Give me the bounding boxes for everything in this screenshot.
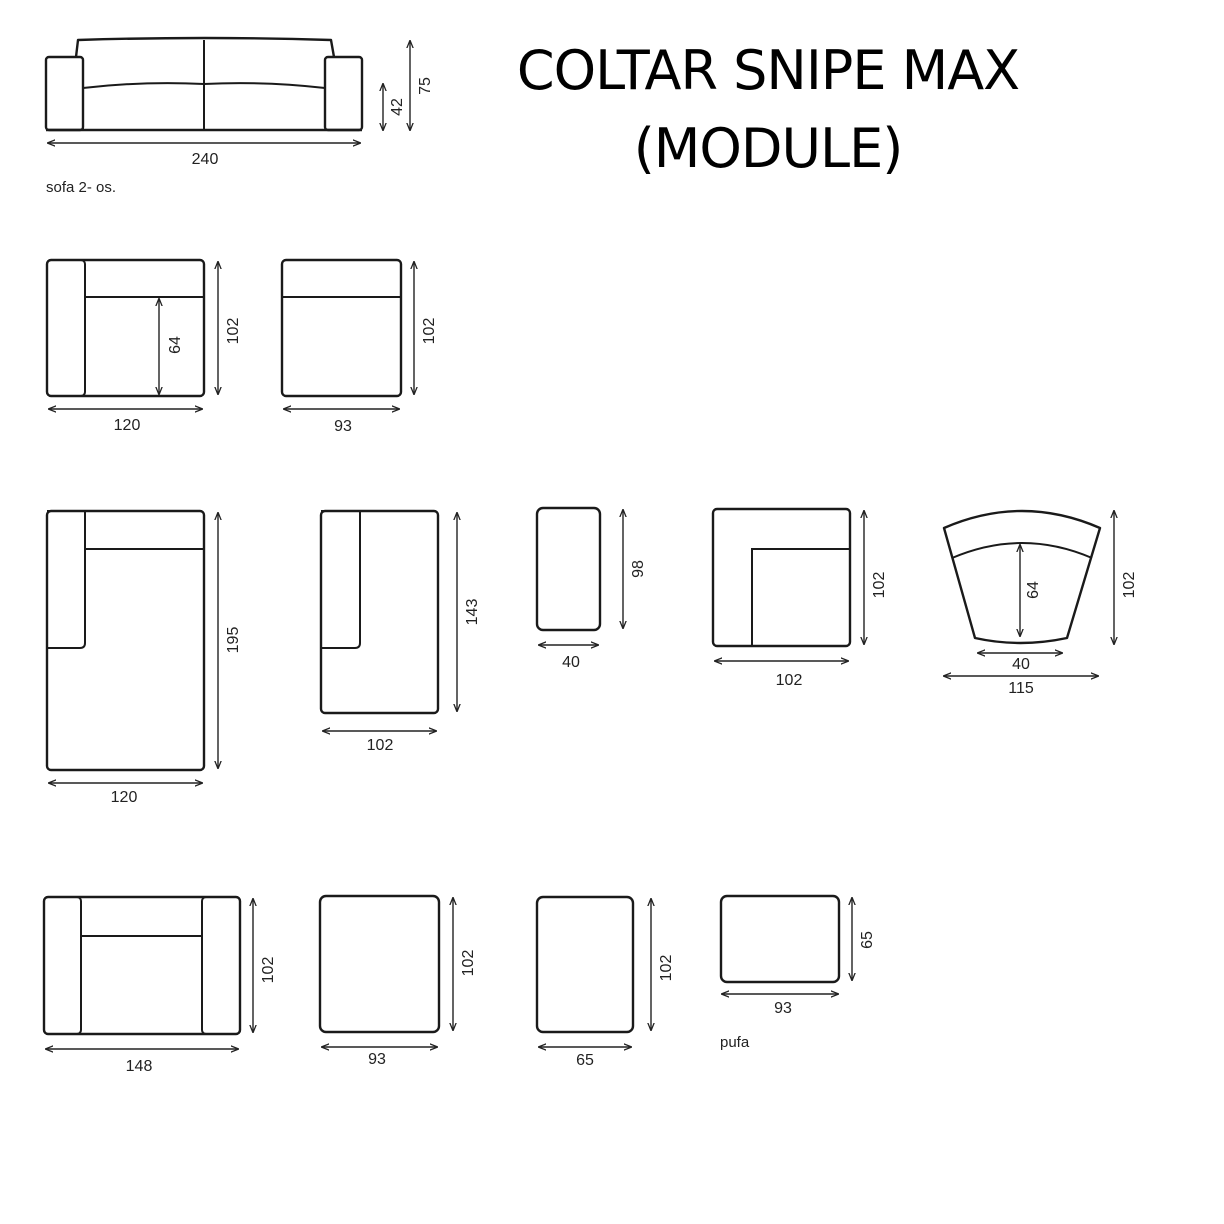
- pouf-caption: pufa: [720, 1034, 750, 1051]
- corner-module-width-label: 102: [776, 672, 803, 689]
- narrow-piece-width-label: 40: [562, 654, 580, 671]
- small-module-width-label: 65: [576, 1052, 594, 1069]
- curved-module-seat-depth-label: 64: [1025, 581, 1042, 599]
- pouf-width-label: 93: [774, 1000, 792, 1017]
- seat-module-width-label: 93: [334, 418, 352, 435]
- short-chaise-width-label: 102: [367, 737, 394, 754]
- armchair-drawing: 102 148: [42, 895, 277, 1075]
- chaise-longue-drawing: 195 120: [45, 509, 242, 806]
- sofa-left-arm: [44, 55, 85, 132]
- narrow-piece-depth-label: 98: [630, 560, 647, 578]
- corner-module-depth-label: 102: [871, 572, 888, 599]
- seat-module-drawing: 102 93: [280, 258, 438, 435]
- sofa-seat-height-label: 42: [389, 98, 406, 116]
- page-title-line-2: (MODULE): [633, 117, 904, 180]
- chaise-longue-depth-label: 195: [225, 627, 242, 654]
- curved-module-depth-label: 102: [1121, 572, 1138, 599]
- pouf-drawing: 65 93 pufa: [719, 894, 876, 1051]
- square-module-width-label: 93: [368, 1051, 386, 1068]
- sofa-backrest-outline: [74, 36, 336, 58]
- corner-armchair-drawing: 64 102 120: [45, 258, 242, 434]
- narrow-piece-drawing: 98 40: [535, 506, 647, 671]
- sofa-2-seater-drawing: 240 sofa 2- os. 42 75: [44, 36, 434, 196]
- curved-module-drawing: 64 102 40 115: [942, 509, 1138, 697]
- small-module-drawing: 102 65: [535, 895, 675, 1069]
- corner-armchair-seat-depth-label: 64: [167, 336, 184, 354]
- square-module-drawing: 102 93: [318, 894, 477, 1068]
- sofa-width-label: 240: [192, 151, 219, 168]
- curved-module-outer-width-label: 115: [1008, 680, 1034, 697]
- sofa-height-label: 75: [417, 77, 434, 95]
- short-chaise-drawing: 143 102: [319, 509, 481, 754]
- sofa-caption: sofa 2- os.: [46, 179, 116, 196]
- curved-module-inner-width-label: 40: [1012, 656, 1030, 673]
- chaise-longue-width-label: 120: [111, 789, 138, 806]
- square-module-depth-label: 102: [460, 950, 477, 977]
- small-module-depth-label: 102: [658, 955, 675, 982]
- seat-module-depth-label: 102: [421, 318, 438, 345]
- short-chaise-depth-label: 143: [464, 599, 481, 626]
- sofa-right-arm: [323, 55, 364, 132]
- corner-armchair-width-label: 120: [114, 417, 141, 434]
- pouf-depth-label: 65: [859, 931, 876, 949]
- armchair-width-label: 148: [126, 1058, 153, 1075]
- page-title-line-1: COLTAR SNIPE MAX: [516, 39, 1020, 102]
- corner-armchair-depth-label: 102: [225, 318, 242, 345]
- corner-module-drawing: 102 102: [711, 507, 888, 689]
- armchair-depth-label: 102: [260, 957, 277, 984]
